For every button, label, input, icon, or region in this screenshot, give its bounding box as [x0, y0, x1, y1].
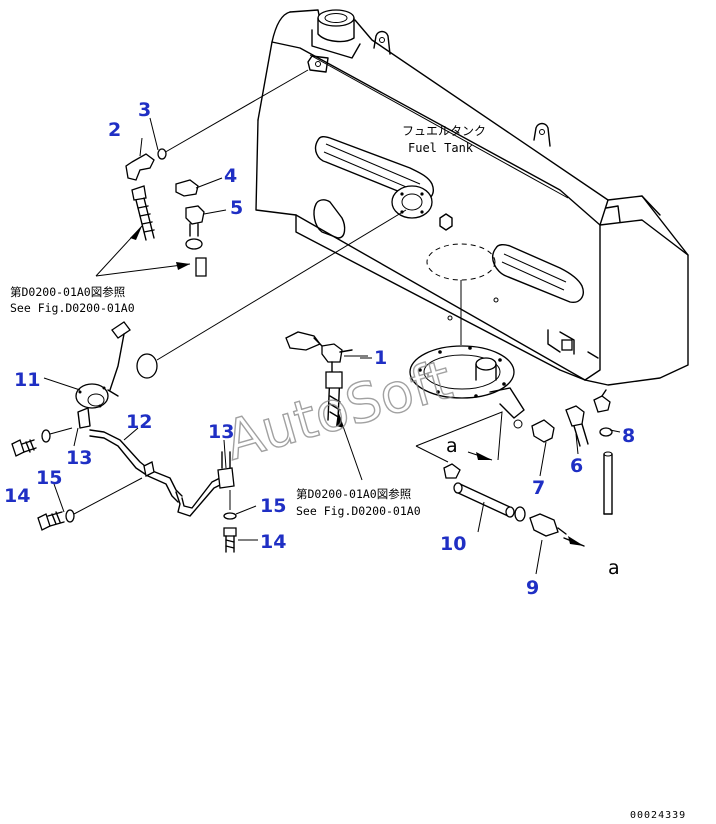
callout-11: 11	[14, 369, 40, 391]
part-10-hose	[443, 463, 526, 522]
callout-14-center: 14	[260, 531, 286, 553]
callout-2: 2	[108, 119, 121, 141]
center-bolt-washer	[223, 490, 237, 553]
callout-7: 7	[532, 477, 545, 499]
watermark: AutoSoft	[218, 348, 458, 472]
o-ring	[136, 209, 407, 379]
callout-13-left: 13	[66, 447, 92, 469]
view-marker-upper: a	[446, 435, 458, 457]
callout-1: 1	[374, 347, 387, 369]
callout-9: 9	[526, 577, 539, 599]
fuel-tank	[255, 9, 689, 386]
left-upper-fittings	[95, 69, 309, 277]
ref-note-left-jp: 第D0200-01A0図参照	[10, 285, 125, 299]
callout-14-left: 14	[4, 485, 30, 507]
tank-label-jp: フュエルタンク	[402, 124, 486, 138]
callout-6: 6	[570, 455, 583, 477]
ref-note-center-en: See Fig.D0200-01A0	[296, 504, 421, 518]
tank-label-en: Fuel Tank	[408, 141, 474, 155]
callout-13-center: 13	[208, 421, 234, 443]
callout-10: 10	[440, 533, 466, 555]
right-fittings	[531, 389, 613, 515]
leader-lines	[43, 117, 621, 575]
view-a-marker	[415, 411, 503, 463]
part-12-tube	[77, 407, 235, 517]
callout-3: 3	[138, 99, 151, 121]
part-9-fitting	[529, 513, 585, 547]
view-marker-lower: a	[608, 557, 620, 579]
callout-15-center: 15	[260, 495, 286, 517]
drawing-code: 00024339	[630, 810, 686, 821]
callout-5: 5	[230, 197, 243, 219]
part-11-gauge	[75, 321, 131, 409]
ref-note-center-jp: 第D0200-01A0図参照	[296, 487, 411, 501]
left-bolt-washer	[11, 427, 143, 531]
part-1-fitting	[285, 331, 353, 373]
callout-15-left: 15	[36, 467, 62, 489]
callout-12: 12	[126, 411, 152, 433]
ref-note-left-en: See Fig.D0200-01A0	[10, 301, 135, 315]
callout-8: 8	[622, 425, 635, 447]
callout-4: 4	[224, 165, 237, 187]
fuel-sender-unit	[409, 345, 525, 429]
